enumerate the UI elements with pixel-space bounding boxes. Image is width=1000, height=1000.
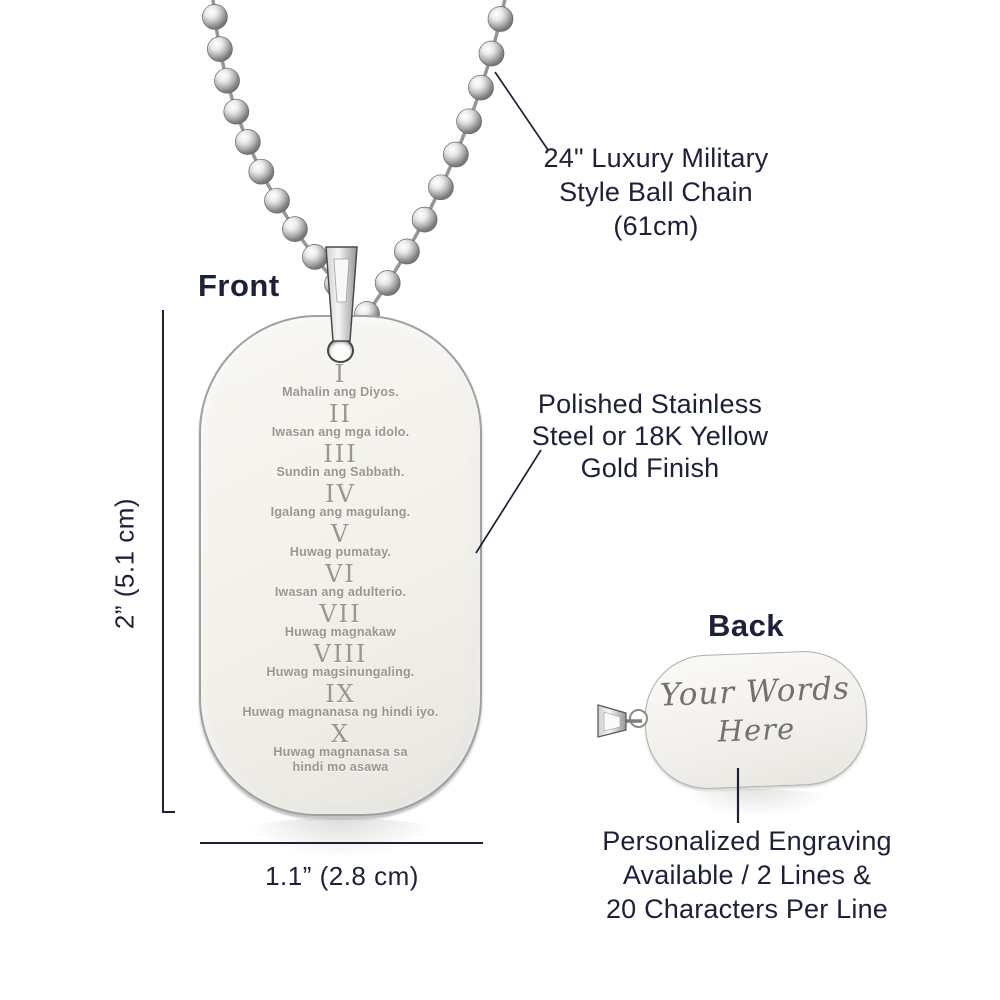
commandment-text: Iwasan ang mga idolo. — [271, 425, 410, 439]
engraving-note-line-3: 20 Characters Per Line — [605, 894, 889, 924]
chain-bead — [428, 174, 454, 201]
commandment-text: Huwag magsinungaling. — [266, 665, 415, 679]
material-note-line-3: Gold Finish — [580, 453, 720, 483]
chain-bead — [248, 158, 275, 185]
material-note-line-2: Steel or 18K Yellow — [531, 421, 769, 451]
chain-bead — [223, 98, 250, 125]
chain-bead — [394, 238, 420, 265]
chain-note-line-3: (61cm) — [613, 211, 699, 241]
commandment-text: Huwag magnakaw — [284, 625, 397, 639]
engraving-note-line-2: Available / 2 Lines & — [622, 860, 872, 890]
chain-bead — [411, 206, 438, 233]
commandment-numeral: VIII — [313, 640, 368, 668]
commandment-numeral: VII — [319, 600, 362, 628]
commandment-text: Huwag magnanasa sa — [273, 745, 408, 759]
chain-bead — [468, 74, 494, 101]
chain-bead — [282, 216, 308, 242]
back-tag-reflection — [652, 789, 862, 829]
commandment-text: Huwag pumatay. — [289, 545, 392, 559]
back-tag-hole — [629, 709, 648, 728]
chain-bead — [202, 4, 228, 30]
chain-bead — [487, 6, 514, 32]
chain-bead — [478, 40, 505, 67]
material-leader-line — [475, 449, 542, 554]
chain-bead — [456, 108, 482, 135]
engraving-note: Personalized Engraving Available / 2 Lin… — [553, 824, 941, 926]
commandment-numeral: IX — [325, 680, 356, 708]
commandment-numeral: X — [330, 720, 351, 748]
commandment-text: Igalang ang magulang. — [270, 505, 411, 519]
commandment-numeral: VI — [325, 560, 356, 588]
chain-leader-line — [494, 71, 549, 151]
commandment-text: Sundin ang Sabbath. — [276, 465, 405, 479]
front-tag-reflection — [206, 818, 476, 874]
commandment-numeral: III — [323, 440, 358, 468]
commandment-text: Iwasan ang adulterio. — [274, 585, 407, 599]
commandment-text: Huwag magnanasa ng hindi iyo. — [242, 705, 439, 719]
front-dog-tag — [199, 315, 482, 816]
front-tag-bail-slot — [333, 258, 350, 303]
material-note: Polished Stainless Steel or 18K Yellow G… — [494, 388, 806, 484]
chain-bead — [214, 67, 240, 94]
chain-bead — [374, 270, 401, 296]
chain-note-line-1: 24" Luxury Military — [543, 143, 769, 173]
back-label: Back — [707, 608, 785, 643]
front-label: Front — [198, 268, 280, 303]
width-measurement-label: 1.1” (2.8 cm) — [265, 861, 419, 891]
chain-bead — [442, 141, 469, 168]
chain-note-line-2: Style Ball Chain — [559, 177, 753, 207]
commandment-numeral: II — [329, 400, 352, 428]
commandment-numeral: V — [330, 520, 351, 548]
chain-note: 24" Luxury Military Style Ball Chain (61… — [500, 141, 812, 243]
commandment-text: hindi mo asawa — [292, 760, 389, 774]
commandment-text: Mahalin ang Diyos. — [282, 385, 399, 399]
back-tag-bail-slot — [603, 711, 621, 732]
chain-bead — [264, 187, 290, 214]
engraving-note-line-1: Personalized Engraving — [602, 826, 892, 856]
chain-bead — [207, 36, 233, 62]
chain-bead — [234, 129, 261, 155]
commandment-numeral: IV — [325, 480, 356, 508]
commandment-numeral: I — [334, 360, 347, 388]
material-note-line-1: Polished Stainless — [537, 389, 763, 419]
front-tag-hole — [327, 338, 354, 363]
